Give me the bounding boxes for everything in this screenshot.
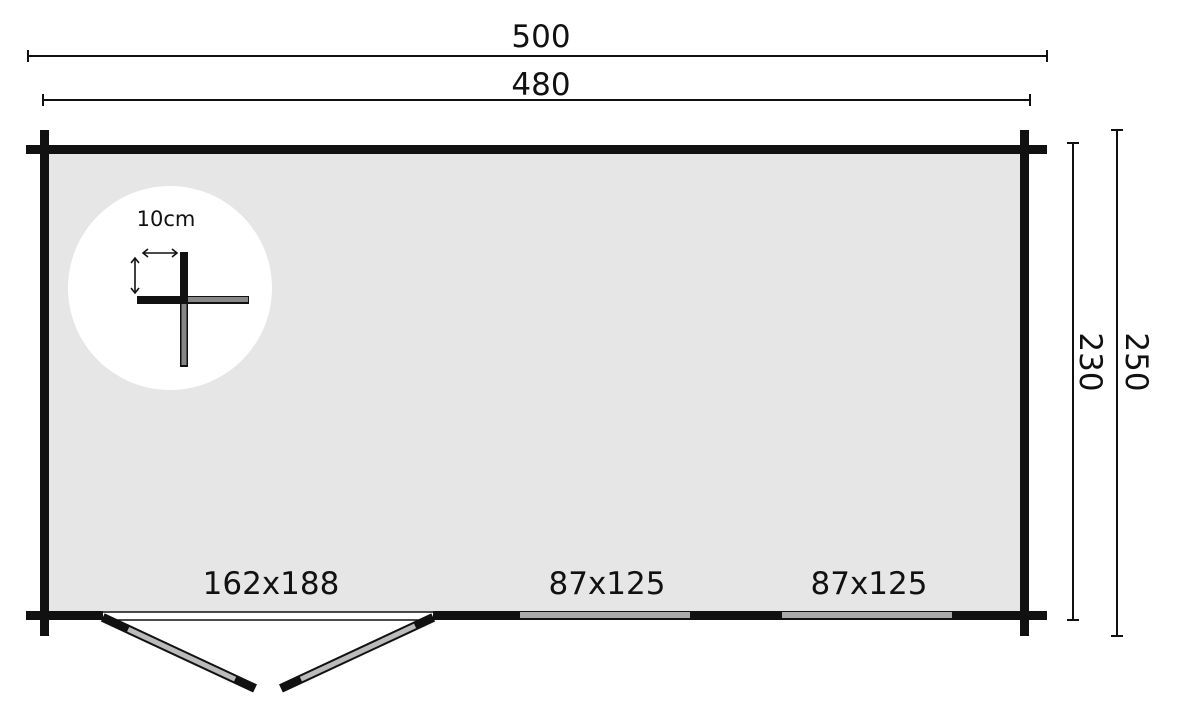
window-2-size-label: 87x125 [811, 566, 928, 602]
wall-thickness-label: 10cm [137, 207, 196, 231]
double-arrow-icon [130, 248, 179, 295]
wall-detail-inset [68, 186, 272, 390]
door-leaf-right [279, 613, 436, 693]
inner-depth-label: 230 [1072, 332, 1108, 391]
inner-width-label: 480 [511, 67, 570, 103]
outer-width-label: 500 [511, 19, 570, 55]
dimension-outer-width [27, 50, 1048, 62]
door-leaf-left [100, 613, 257, 693]
wall-bottom-left [26, 611, 103, 620]
walls [26, 130, 1047, 636]
wall-left [40, 130, 49, 636]
wall-right [1020, 130, 1029, 636]
wall-top [26, 145, 1047, 154]
window-2 [781, 611, 953, 620]
door-size-label: 162x188 [203, 566, 340, 602]
window-1 [519, 611, 691, 620]
window-1-size-label: 87x125 [549, 566, 666, 602]
wall-bottom-right [433, 611, 1047, 620]
door-opening [103, 611, 433, 621]
dimension-inner-width [42, 94, 1031, 106]
outer-depth-label: 250 [1118, 332, 1154, 391]
dimension-inner-depth [1067, 142, 1079, 621]
dimension-outer-depth [1111, 129, 1123, 637]
